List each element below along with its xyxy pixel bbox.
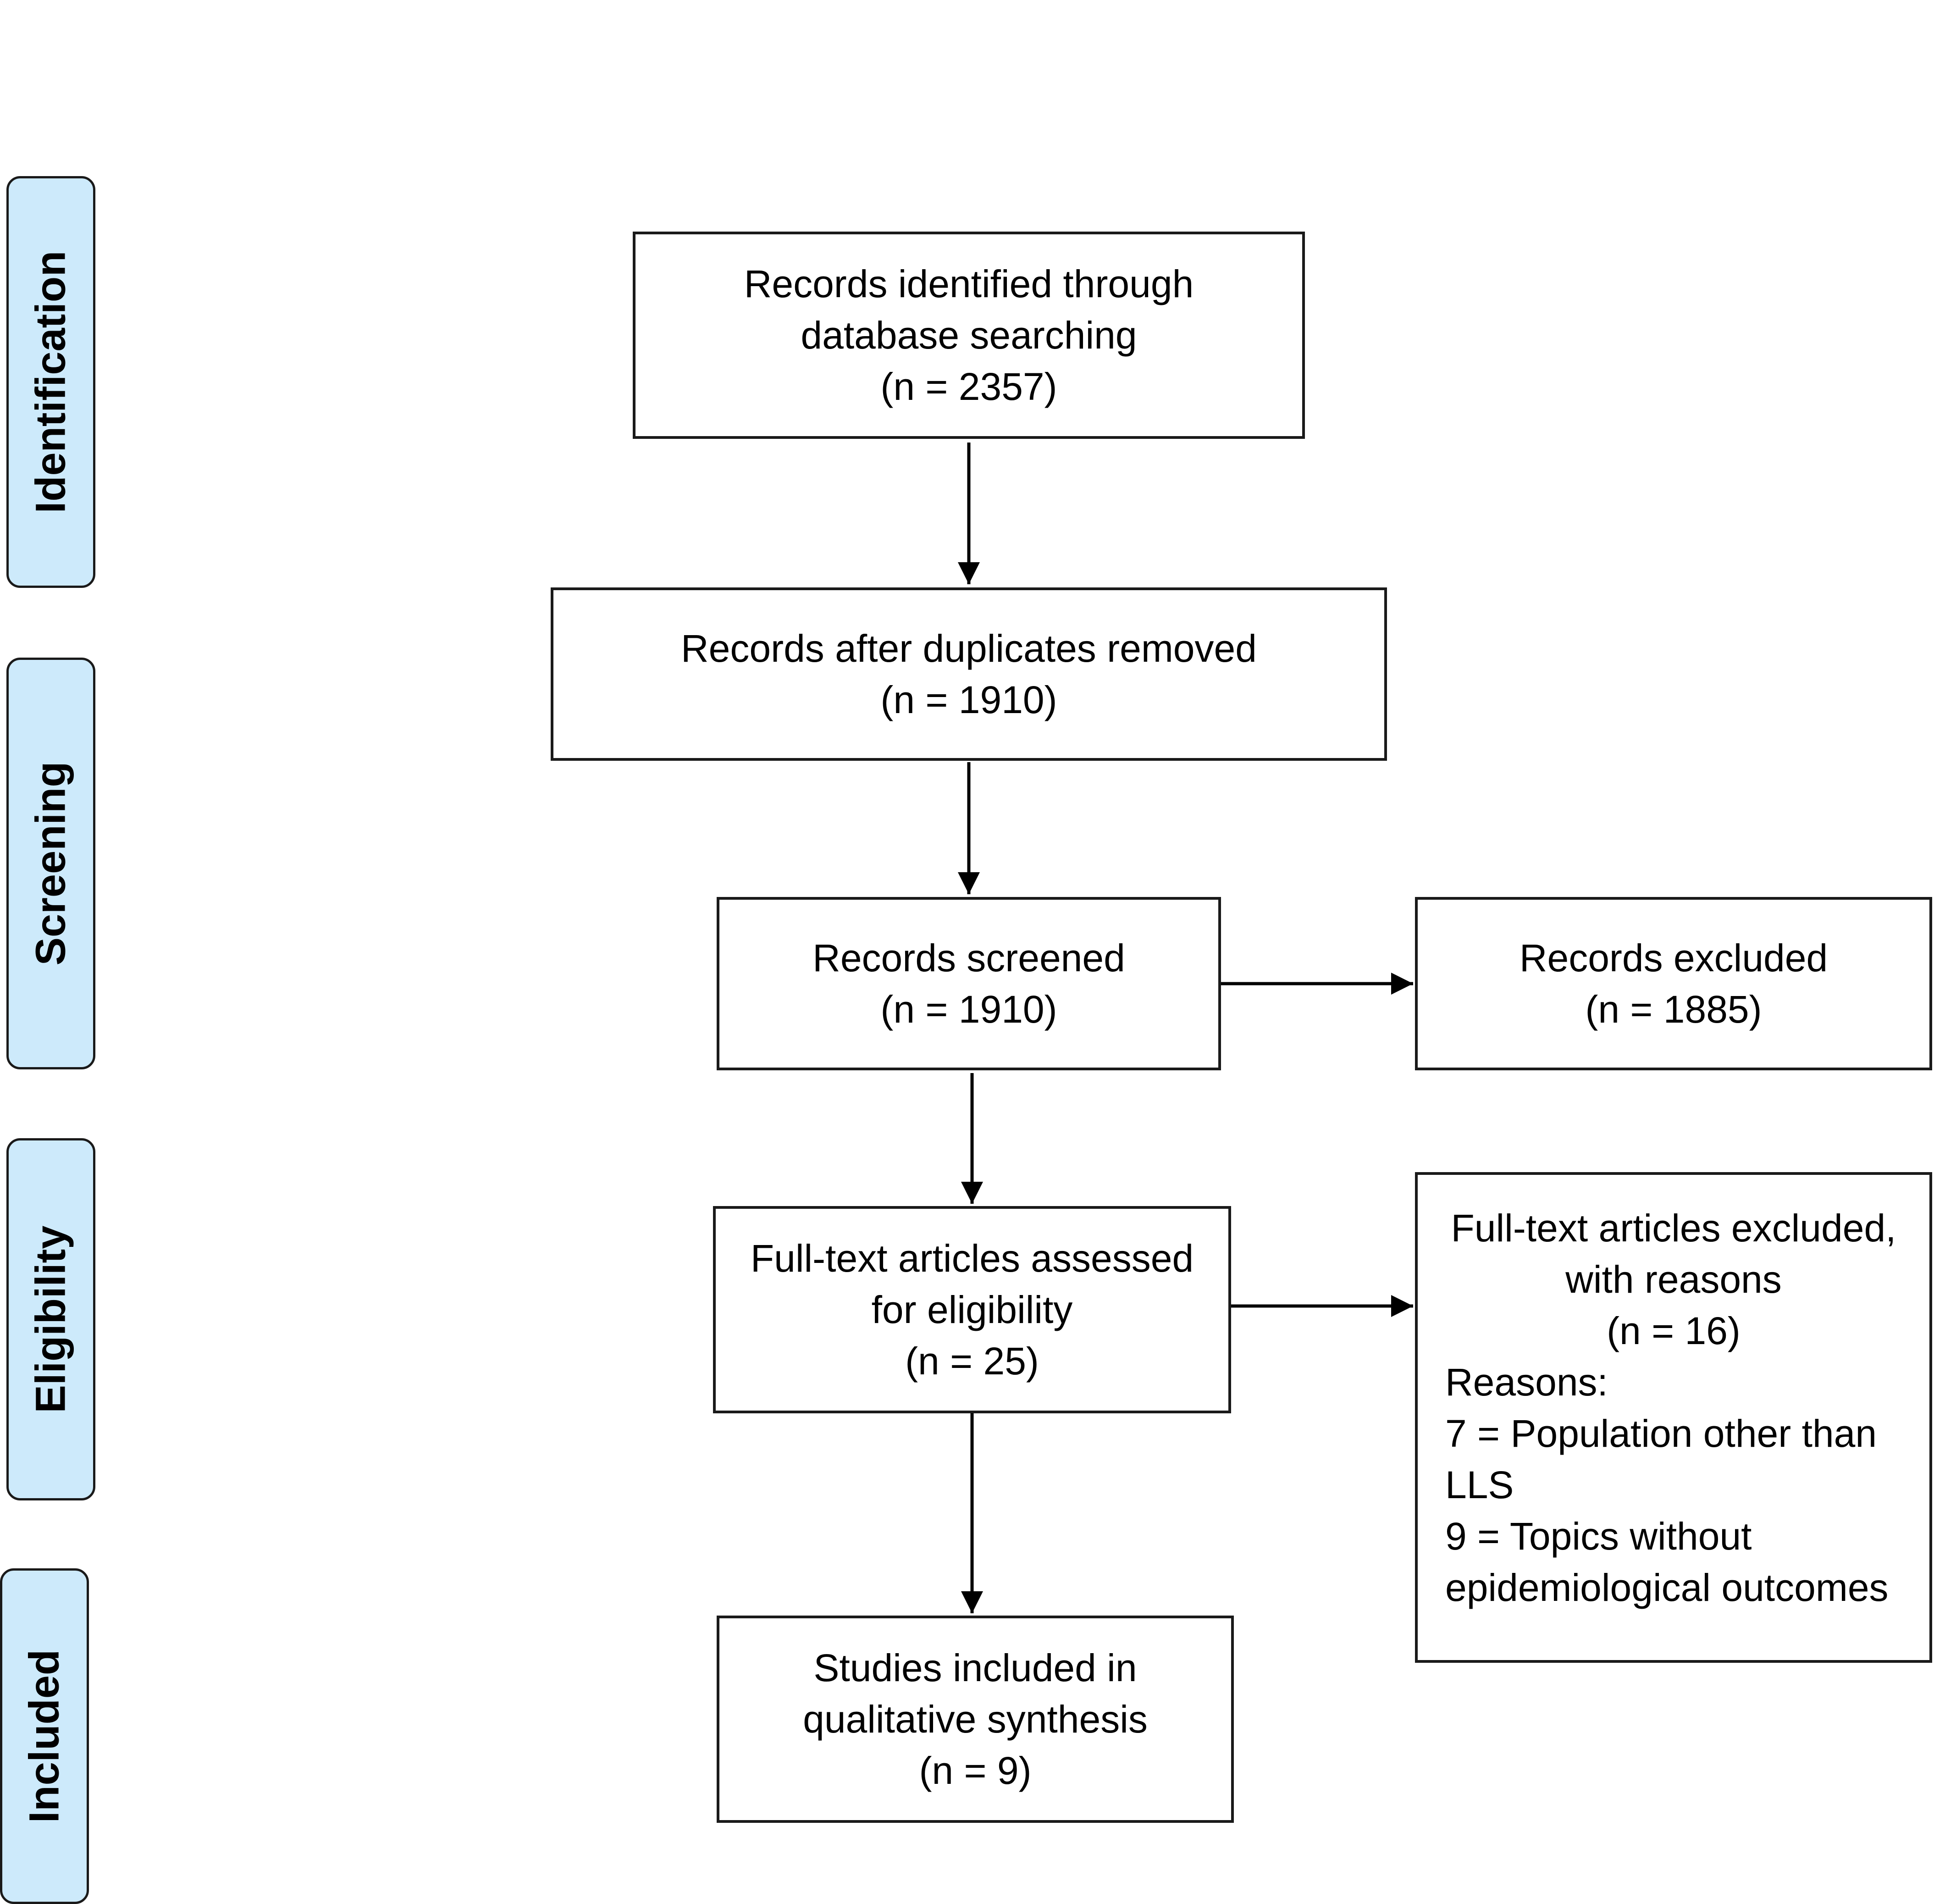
studies-included-line-1: Studies included in xyxy=(813,1646,1137,1689)
phase-identification: Identification xyxy=(6,176,95,588)
records-after-duplicates-box: Records after duplicates removed (n = 19… xyxy=(551,587,1387,761)
fulltext-excluded-count: (n = 16) xyxy=(1607,1309,1741,1352)
reason-2-line-2: epidemiological outcomes xyxy=(1445,1566,1889,1609)
fulltext-assessed-box: Full-text articles assessed for eligibil… xyxy=(713,1206,1231,1413)
reason-2-line-1: 9 = Topics without xyxy=(1445,1515,1752,1558)
records-screened-count: (n = 1910) xyxy=(880,988,1057,1031)
phase-eligibility: Eligibility xyxy=(6,1138,95,1500)
records-identified-box: Records identified through database sear… xyxy=(633,232,1305,439)
fulltext-excluded-box: Full-text articles excluded, with reason… xyxy=(1415,1172,1932,1663)
records-after-duplicates-count: (n = 1910) xyxy=(880,678,1057,721)
fulltext-assessed-line-1: Full-text articles assessed xyxy=(750,1237,1194,1280)
fulltext-excluded-line-2: with reasons xyxy=(1565,1258,1782,1301)
reason-1-line-1: 7 = Population other than xyxy=(1445,1412,1877,1455)
studies-included-count: (n = 9) xyxy=(919,1749,1032,1792)
reasons-heading: Reasons: xyxy=(1445,1361,1608,1404)
records-screened-line-1: Records screened xyxy=(812,936,1125,980)
fulltext-excluded-line-1: Full-text articles excluded, xyxy=(1451,1207,1896,1250)
phase-included: Included xyxy=(0,1568,89,1904)
fulltext-assessed-count: (n = 25) xyxy=(905,1339,1039,1383)
records-screened-box: Records screened (n = 1910) xyxy=(717,897,1221,1070)
studies-included-line-2: qualitative synthesis xyxy=(803,1698,1148,1741)
records-identified-line-1: Records identified through xyxy=(744,262,1194,305)
fulltext-assessed-line-2: for eligibility xyxy=(871,1288,1073,1331)
records-identified-line-2: database searching xyxy=(801,314,1137,357)
studies-included-box: Studies included in qualitative synthesi… xyxy=(717,1616,1234,1823)
phase-screening: Screening xyxy=(6,658,95,1069)
records-after-duplicates-line-1: Records after duplicates removed xyxy=(681,627,1257,670)
records-excluded-box: Records excluded (n = 1885) xyxy=(1415,897,1932,1070)
reason-1-line-2: LLS xyxy=(1445,1463,1514,1506)
records-excluded-line-1: Records excluded xyxy=(1519,936,1828,980)
records-identified-count: (n = 2357) xyxy=(880,365,1057,408)
records-excluded-count: (n = 1885) xyxy=(1585,988,1762,1031)
